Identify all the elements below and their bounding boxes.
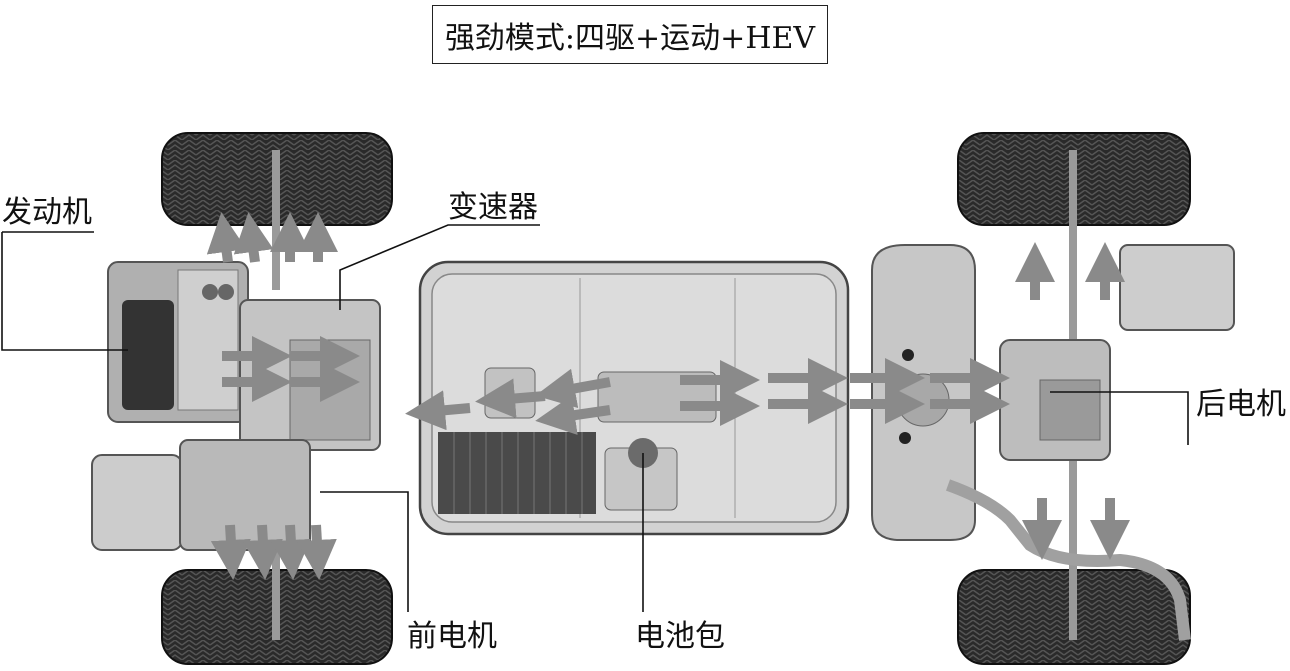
mode-title: 强劲模式:四驱+运动+HEV bbox=[432, 5, 828, 64]
exhaust-pipe bbox=[945, 479, 1191, 641]
battery-pack-label: 电池包 bbox=[635, 619, 725, 654]
transmission bbox=[239, 299, 381, 451]
rear-inverter bbox=[1119, 244, 1235, 331]
leader-lines bbox=[1, 224, 1189, 612]
battery-pack bbox=[418, 260, 850, 536]
rear-motor-label: 后电机 bbox=[1196, 387, 1286, 422]
transmission-label: 变速器 bbox=[448, 190, 538, 225]
front-motor-label: 前电机 bbox=[407, 619, 497, 654]
front-motor bbox=[91, 439, 311, 551]
engine-label: 发动机 bbox=[2, 195, 92, 230]
rear-motor bbox=[999, 339, 1111, 461]
engine-block bbox=[107, 261, 249, 423]
power-flow-arrows bbox=[206, 212, 1130, 580]
